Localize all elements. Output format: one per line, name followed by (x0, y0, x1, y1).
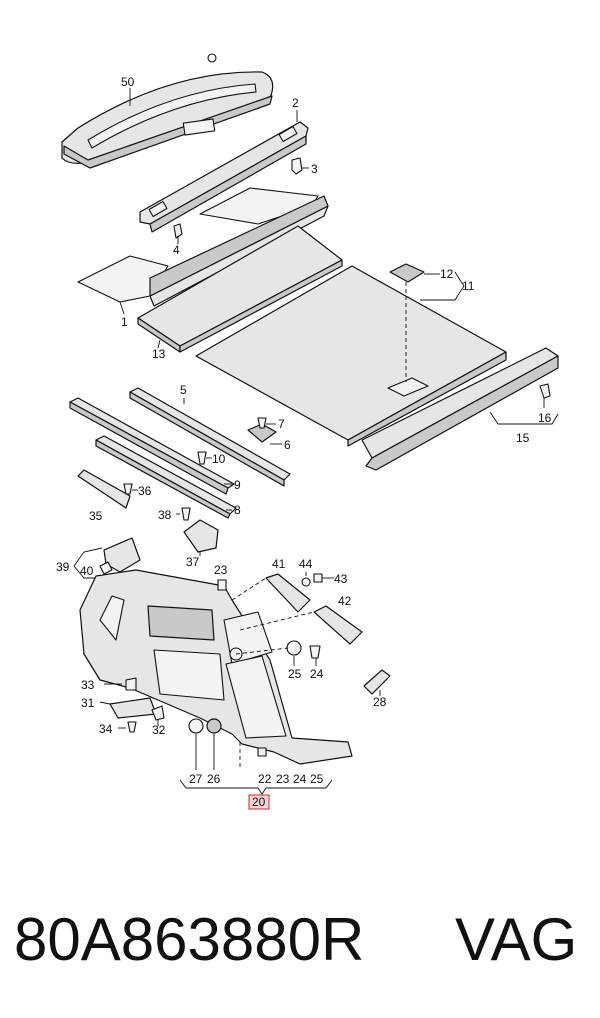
callout-34: 34 (99, 722, 113, 736)
part-26-grommet (206, 718, 222, 734)
part-3-clip (291, 157, 303, 175)
part-22-clip (257, 747, 267, 757)
callout-20: 20 (252, 795, 266, 809)
part-31-bracket (109, 697, 157, 719)
callout-2: 2 (292, 96, 299, 110)
callout-33: 33 (81, 678, 95, 692)
part-37-bracket (183, 519, 219, 553)
callout-15: 15 (516, 431, 530, 445)
part-38-screw (181, 507, 191, 521)
part-32-clip (151, 705, 165, 721)
callout-35: 35 (89, 509, 103, 523)
part-5-rail (129, 387, 291, 487)
part-42-socket (313, 605, 363, 645)
part-4-screw (173, 223, 183, 239)
part-12-handle (389, 263, 425, 283)
part-43-clip (313, 573, 323, 583)
part-36-screw (123, 483, 133, 495)
callout-12: 12 (440, 267, 454, 281)
callout-43: 43 (334, 572, 348, 586)
part-1-floor-plate (77, 195, 329, 307)
callout-50: 50 (121, 75, 135, 89)
part-6-bracket (247, 423, 277, 443)
brand-caption: VAG (455, 906, 578, 973)
part-7-screw (257, 417, 267, 429)
part-25-grommet (286, 640, 302, 656)
part-44-cap (301, 577, 311, 587)
callout-39: 39 (56, 560, 70, 574)
part-11-load-floor (195, 265, 507, 447)
callout-11: 11 (462, 279, 475, 293)
parts-diagram: 50 2 3 4 1 13 12 11 (56, 53, 559, 810)
callout-42: 42 (338, 594, 352, 608)
callout-5: 5 (180, 383, 187, 397)
callout-31: 31 (81, 696, 95, 710)
callout-26: 26 (207, 772, 221, 786)
callout-1: 1 (121, 315, 128, 329)
callout-23: 23 (214, 563, 228, 577)
callout-20-box (248, 794, 270, 810)
part-24-clip (309, 645, 321, 659)
callout-16: 16 (538, 411, 552, 425)
part-27-cap (188, 718, 204, 734)
part-33-clip (125, 677, 137, 691)
callout-4: 4 (173, 243, 180, 257)
callout-32: 32 (152, 723, 166, 737)
callout-40: 40 (80, 564, 94, 578)
callout-28: 28 (373, 695, 387, 709)
callout-44: 44 (299, 557, 313, 571)
part-15-sill-trim (361, 347, 559, 471)
part-34-screw (127, 721, 137, 733)
callout-25: 25 (288, 667, 302, 681)
callout-41: 41 (272, 557, 286, 571)
callout-23-group: 23 (276, 772, 290, 786)
part-41-switch-panel (265, 573, 311, 613)
part-8-rail (95, 435, 237, 519)
part-10-screw (197, 451, 207, 465)
callout-6: 6 (284, 438, 291, 452)
part-28-plug (363, 669, 391, 695)
callout-24: 24 (310, 667, 324, 681)
callout-3: 3 (311, 162, 318, 176)
callout-8: 8 (234, 503, 241, 517)
callout-24-group: 24 (293, 772, 307, 786)
part-13-floor-panel (137, 225, 343, 353)
part-35-bracket (77, 469, 131, 509)
callout-36: 36 (138, 484, 152, 498)
part-9-rail (69, 397, 235, 495)
part-39-bracket (103, 537, 141, 573)
callout-13: 13 (152, 347, 166, 361)
callout-7: 7 (278, 417, 285, 431)
part-number-caption: 80A863880R (14, 906, 365, 973)
callout-27: 27 (189, 772, 203, 786)
callout-25-group: 25 (310, 772, 324, 786)
callout-37: 37 (186, 555, 200, 569)
callout-10: 10 (212, 452, 226, 466)
callout-9: 9 (234, 478, 241, 492)
part-16-clip (539, 383, 551, 399)
callout-22: 22 (258, 772, 272, 786)
part-40-clip (99, 561, 113, 575)
callout-38: 38 (158, 508, 172, 522)
part-50-luggage-cover (61, 53, 274, 169)
part-2-rail (139, 121, 309, 233)
part-23-clip (217, 579, 227, 591)
